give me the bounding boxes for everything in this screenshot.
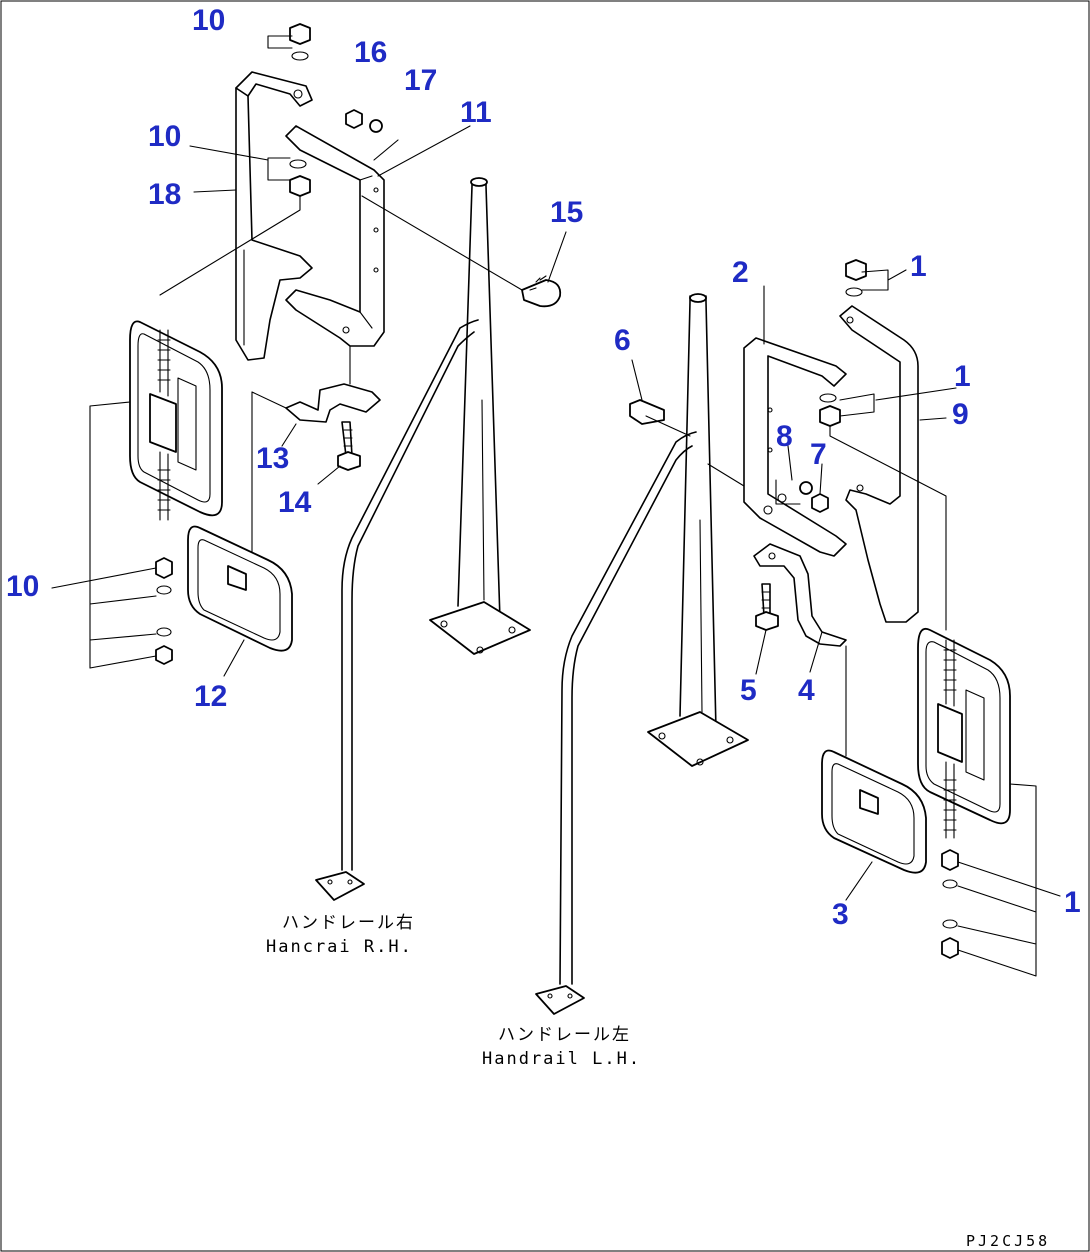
- callout-7: 7: [810, 438, 827, 471]
- callout-14: 14: [278, 486, 312, 519]
- right-bolt-5: [755, 583, 779, 631]
- left-mirror-assembly: [129, 320, 223, 521]
- callout-4: 4: [798, 674, 815, 707]
- left-bolt-14: [337, 345, 361, 471]
- handrail-rh-caption-en: Hancrai R.H.: [266, 937, 413, 957]
- callout-10-top: 10: [192, 4, 225, 37]
- left-washer-nut-10-mid: [159, 157, 311, 296]
- left-mirror-stay-18: [235, 71, 313, 361]
- right-washer-nut-1-mid: [819, 393, 947, 631]
- right-clip-6: [629, 399, 691, 437]
- callout-9: 9: [952, 398, 969, 431]
- drawing-code: PJ2CJ58: [966, 1232, 1050, 1250]
- callout-2: 2: [732, 256, 749, 289]
- handrail-lh: [535, 293, 749, 1015]
- small-nut-16: [345, 109, 363, 129]
- small-washer-17: [369, 119, 383, 133]
- callout-6: 6: [614, 324, 631, 357]
- right-bracket-2: [743, 337, 847, 557]
- callout-13: 13: [256, 442, 289, 475]
- handrail-rh: [315, 177, 531, 901]
- callout-1-low: 1: [1064, 886, 1081, 919]
- callout-18: 18: [148, 178, 181, 211]
- right-mirror-glass-3: [821, 645, 927, 874]
- callout-8: 8: [776, 420, 793, 453]
- callout-11: 11: [460, 96, 492, 129]
- callout-3: 3: [832, 898, 849, 931]
- callout-15: 15: [550, 196, 583, 229]
- left-lower-hardware-10: [89, 401, 173, 669]
- right-mirror-assembly: [917, 627, 1011, 839]
- callout-1-mid: 1: [954, 360, 971, 393]
- right-lower-hardware-1: [941, 783, 1037, 977]
- handrail-lh-caption-en: Handrail L.H.: [482, 1049, 641, 1069]
- left-washer-nut-10-top: [267, 23, 311, 99]
- handrail-lh-caption-jp: ハンドレール左: [498, 1025, 631, 1045]
- callout-17: 17: [404, 64, 437, 97]
- left-bracket-11: [285, 125, 385, 347]
- callout-16: 16: [354, 36, 387, 69]
- handrail-rh-caption-jp: ハンドレール右: [282, 913, 415, 933]
- left-mirror-glass-12: [187, 525, 293, 652]
- leader-lines: [51, 125, 1061, 901]
- callout-5: 5: [740, 674, 757, 707]
- callout-1-top: 1: [910, 250, 927, 283]
- right-mirror-stay-9: [839, 305, 919, 623]
- callout-10-low: 10: [6, 570, 39, 603]
- callout-10-mid: 10: [148, 120, 181, 153]
- left-clamp-13: [251, 383, 381, 561]
- right-clamp-4: [753, 543, 847, 647]
- right-washer-nut-1-top: [845, 259, 889, 297]
- callout-12: 12: [194, 680, 227, 713]
- right-hardware-7-8: [775, 479, 829, 513]
- u-bolt-15: [361, 195, 562, 308]
